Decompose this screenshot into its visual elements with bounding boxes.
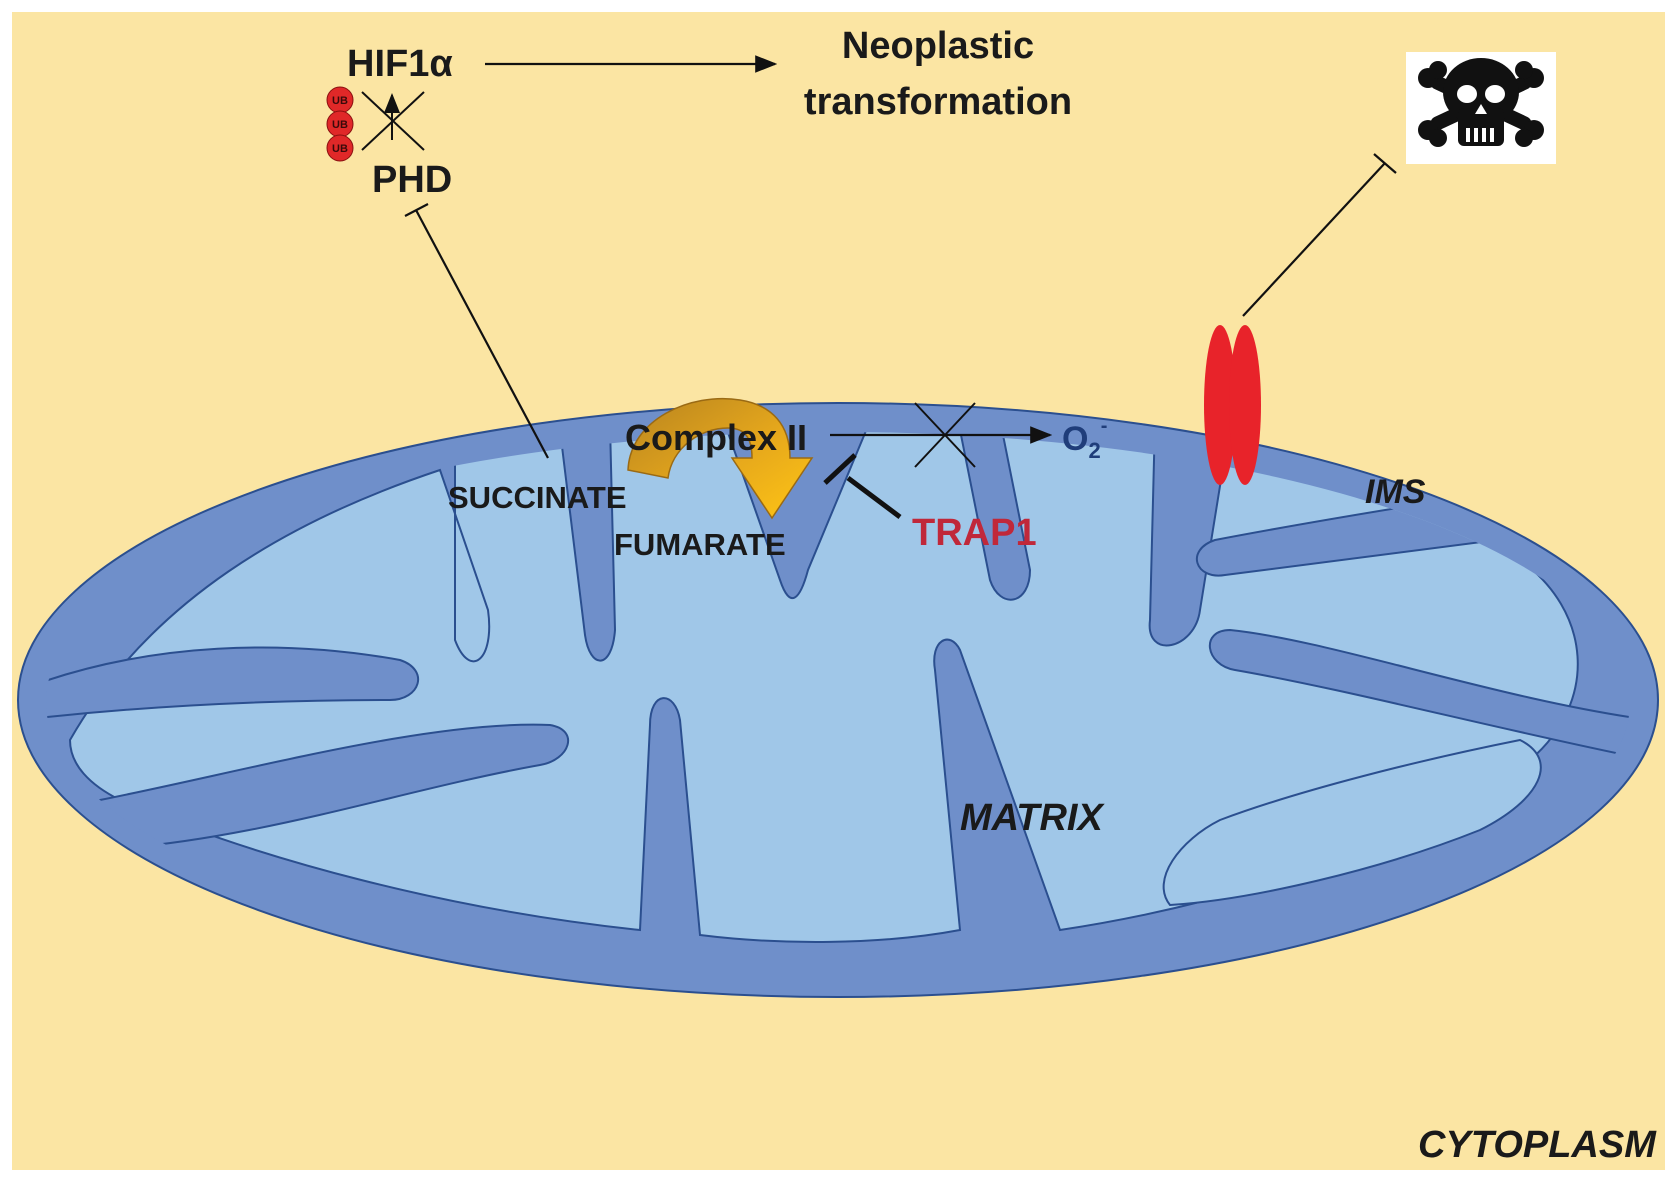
neoplastic-label-line1: Neoplastic bbox=[842, 25, 1034, 67]
mitochondrial-channel bbox=[1204, 325, 1261, 485]
channel-inhibits-death-line bbox=[1242, 162, 1386, 317]
phd-inhibition-bar bbox=[404, 203, 429, 217]
trap1-label: TRAP1 bbox=[912, 512, 1037, 554]
ub-tag-label-2: UB bbox=[332, 119, 348, 131]
ims-label: IMS bbox=[1365, 473, 1426, 511]
matrix-lobe bbox=[1162, 738, 1542, 907]
complex2-label: Complex II bbox=[625, 417, 807, 458]
block-cross-line-2 bbox=[361, 91, 425, 151]
fumarate-label: FUMARATE bbox=[614, 527, 786, 562]
succinate-to-fumarate-arrow bbox=[627, 398, 814, 520]
death-inhibition-bar bbox=[1373, 153, 1397, 174]
ub-tag-label-3: UB bbox=[332, 143, 348, 155]
succinate-inhibits-phd-line bbox=[415, 209, 549, 459]
o2-label: O2- bbox=[1062, 415, 1107, 463]
o2-block-cross-2 bbox=[914, 402, 976, 468]
matrix-label: MATRIX bbox=[960, 797, 1105, 839]
cytoplasm-label: CYTOPLASM bbox=[1418, 1124, 1657, 1166]
hif1a-label: HIF1α bbox=[347, 43, 453, 85]
ub-tag-label-1: UB bbox=[332, 95, 348, 107]
phd-label: PHD bbox=[372, 159, 452, 201]
trap1-inhibition-bar bbox=[823, 453, 857, 485]
succinate-label: SUCCINATE bbox=[448, 480, 627, 515]
ubiquitin-chain: UB UB UB bbox=[326, 86, 354, 162]
skull-and-crossbones-icon bbox=[1406, 52, 1556, 164]
trap1-inhibits-complex2-line bbox=[846, 476, 902, 519]
neoplastic-label-line2: transformation bbox=[804, 81, 1072, 123]
